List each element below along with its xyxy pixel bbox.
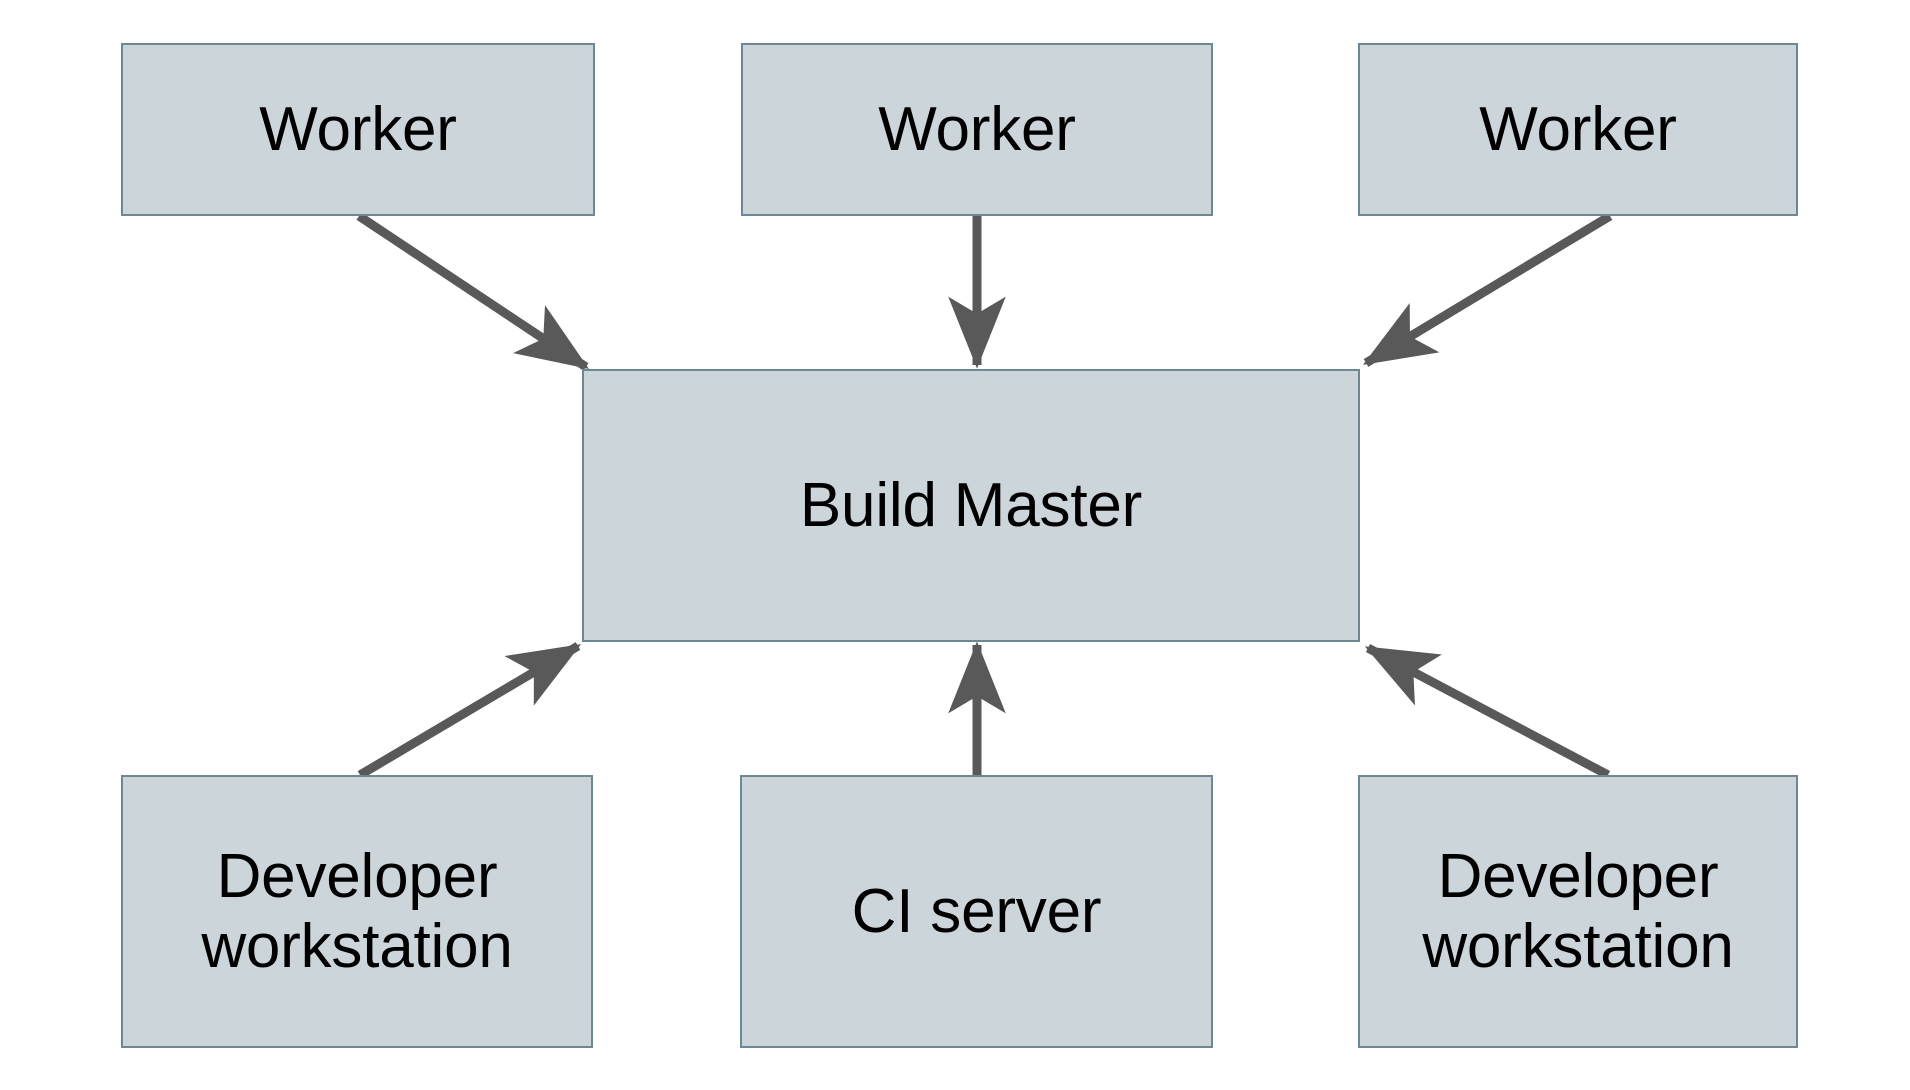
node-developer-workstation-right[interactable]: Developer workstation <box>1358 775 1798 1048</box>
edge-worker-1-to-build-master <box>356 212 589 371</box>
node-worker-3-label: Worker <box>1479 94 1677 164</box>
node-worker-1[interactable]: Worker <box>121 43 595 216</box>
node-worker-2[interactable]: Worker <box>741 43 1213 216</box>
node-build-master[interactable]: Build Master <box>582 369 1360 642</box>
node-build-master-label: Build Master <box>799 470 1143 540</box>
node-developer-workstation-left[interactable]: Developer workstation <box>121 775 593 1048</box>
node-worker-1-label: Worker <box>259 94 457 164</box>
node-ci-server[interactable]: CI server <box>740 775 1213 1048</box>
node-developer-workstation-left-label: Developer workstation <box>201 842 513 981</box>
edge-worker-3-to-build-master <box>1362 212 1613 367</box>
node-developer-workstation-right-label: Developer workstation <box>1422 842 1734 981</box>
edge-dev-left-to-build-master <box>357 642 582 779</box>
node-ci-server-label: CI server <box>851 876 1102 946</box>
edge-dev-right-to-build-master <box>1364 644 1611 779</box>
node-worker-2-label: Worker <box>878 94 1076 164</box>
node-worker-3[interactable]: Worker <box>1358 43 1798 216</box>
